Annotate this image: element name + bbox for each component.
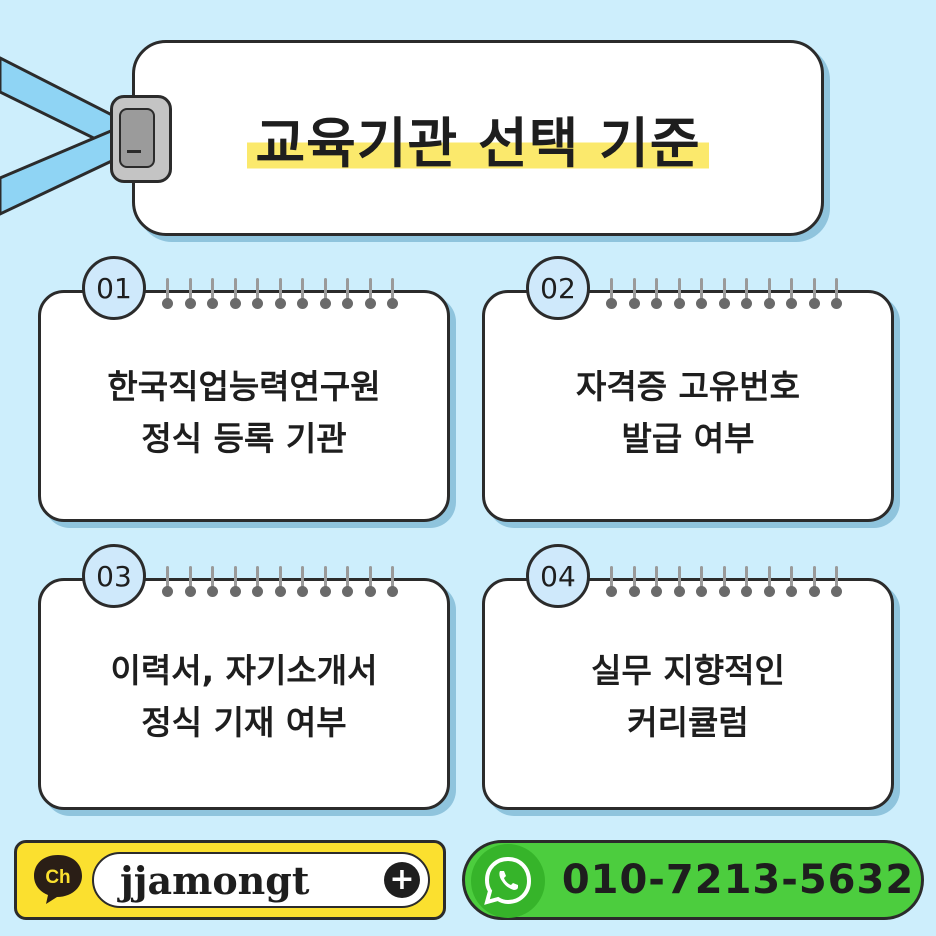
spiral-rings — [158, 566, 406, 602]
kakao-id: jjamongt — [120, 857, 310, 903]
card-text: 한국직업능력연구원 정식 등록 기관 — [107, 367, 381, 458]
card-number-badge: 03 — [82, 544, 146, 608]
card-number-badge: 02 — [526, 256, 590, 320]
kakao-channel-icon: Ch — [34, 855, 82, 904]
card-number-badge: 04 — [526, 544, 590, 608]
card-text: 실무 지향적인 커리큘럼 — [591, 651, 785, 742]
kakao-logo-text: Ch — [45, 867, 70, 888]
phone-number: 010-7213-5632 — [561, 857, 915, 903]
card-text: 이력서, 자기소개서 정식 기재 여부 — [110, 651, 378, 742]
criteria-card-2 — [482, 290, 894, 522]
criteria-card-1 — [38, 290, 450, 522]
spiral-rings — [602, 566, 850, 602]
criteria-card-4 — [482, 578, 894, 810]
whatsapp-icon — [471, 844, 545, 918]
page-title-wrap: 교육기관 선택 기준 — [132, 40, 824, 236]
card-text: 자격증 고유번호 발급 여부 — [575, 367, 800, 458]
badge-clip — [110, 95, 172, 183]
page-title: 교육기관 선택 기준 — [247, 98, 709, 178]
spiral-rings — [602, 278, 850, 314]
card-number-badge: 01 — [82, 256, 146, 320]
criteria-card-3 — [38, 578, 450, 810]
spiral-rings — [158, 278, 406, 314]
add-friend-button[interactable]: + — [384, 862, 420, 898]
kakao-id-pill[interactable] — [92, 852, 430, 908]
